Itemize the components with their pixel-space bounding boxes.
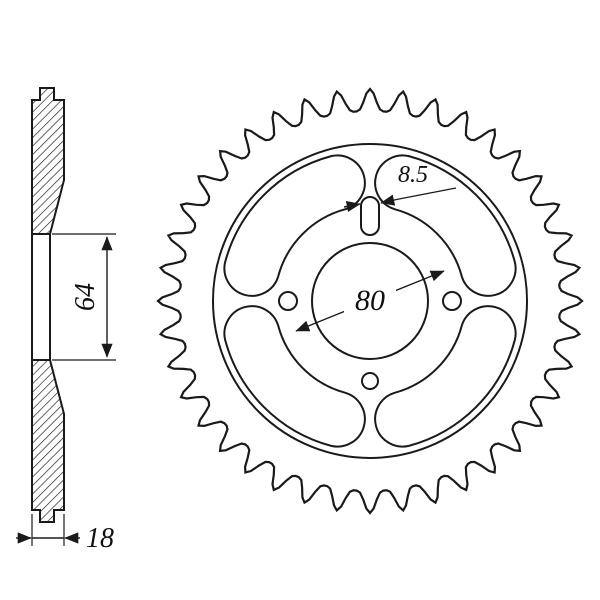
lightening-slot-upper-right: [374, 154, 517, 297]
inner-ring-circle: [212, 143, 528, 459]
section-upper-rim: [31, 87, 65, 235]
lightening-slot-lower-right: [374, 305, 517, 448]
bolt-hole-left: [278, 291, 298, 311]
dimension-slot-8-5: 8.5: [343, 162, 457, 212]
locating-hole: [361, 372, 379, 390]
dim-80-label: 80: [355, 284, 385, 317]
dimension-hub-64: 64: [52, 233, 116, 361]
section-lower-rim: [31, 359, 65, 523]
side-section-view: [31, 87, 65, 523]
dimension-width-18: 18: [16, 514, 114, 554]
top-slot: [360, 196, 380, 236]
dimension-bore-80: 80: [295, 270, 445, 332]
dim-80-text-mask: [344, 279, 396, 315]
dim-18-label: 18: [86, 523, 114, 554]
bolt-hole-right: [442, 291, 462, 311]
dim-85-arrow-left: [343, 200, 361, 212]
lightening-slot-lower-left: [223, 305, 366, 448]
dim-64-label: 64: [70, 283, 101, 311]
dim-85-label: 8.5: [398, 162, 428, 188]
dim-85-arrow-right: [380, 194, 400, 206]
section-center-web: [31, 233, 51, 361]
dim-85-leader: [398, 187, 457, 200]
